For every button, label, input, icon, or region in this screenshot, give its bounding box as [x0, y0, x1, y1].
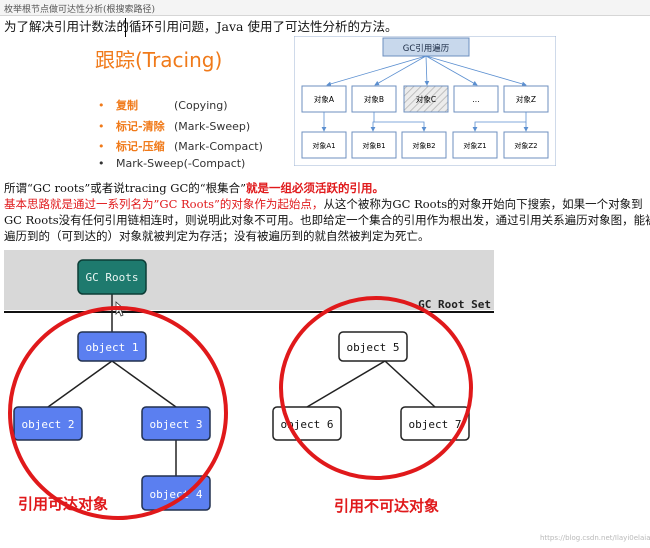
gc-roots-label: GC Roots	[86, 271, 139, 284]
bullet-copying: • 复制 (Copying)	[98, 97, 228, 113]
tree-node-label: 对象Z1	[463, 141, 486, 150]
intro-text: 为了解决引用计数法的循环引用问题，Java 使用了可达性分析的方法。	[4, 19, 398, 34]
tree-node-label: 对象B1	[362, 141, 385, 150]
bullet-dot: •	[98, 140, 105, 153]
bullet-en: (Copying)	[174, 99, 228, 112]
unreachable-caption: 引用不可达对象	[334, 497, 439, 515]
paragraph-line-2-rest: 从这个被称为GC Roots的对象开始向下搜索，如果一个对象到	[323, 197, 643, 211]
object-5-label: object 5	[347, 341, 400, 354]
object-7-label: object 7	[409, 418, 462, 431]
bullet-mark-sweep-compact: • Mark-Sweep(-Compact)	[98, 157, 245, 170]
tracing-title: 跟踪(Tracing)	[95, 48, 223, 72]
tree-node-z2	[503, 131, 549, 159]
reachable-circle	[8, 306, 228, 520]
tree-node-label: 对象Z2	[514, 141, 537, 150]
paragraph-line-4: 遍历到的（可到达的）对象就被判定为存活；没有被遍历到的就自然被判定为死亡。	[4, 229, 430, 243]
object-1-node	[77, 331, 147, 362]
tree-node-a	[301, 85, 347, 113]
bullet-en: Mark-Sweep(-Compact)	[116, 157, 246, 170]
bullet-mark-sweep: • 标记-清除 (Mark-Sweep)	[98, 118, 250, 134]
object-6-node	[272, 406, 342, 441]
tree-node-label: 对象A	[314, 94, 335, 104]
bullet-name: 标记-压缩	[116, 140, 165, 153]
bullet-name: 标记-清除	[116, 120, 165, 133]
tree-node-z1	[452, 131, 498, 159]
object-5-node	[338, 331, 408, 362]
tree-node-label: 对象C	[416, 94, 436, 104]
object-7-node	[400, 406, 470, 441]
tree-node-b1	[351, 131, 397, 159]
object-3-label: object 3	[150, 418, 203, 431]
tree-node-label: 对象B	[364, 94, 384, 104]
reachable-caption: 引用可达对象	[18, 495, 108, 513]
bullet-dot: •	[98, 120, 105, 133]
gc-roots-diagram: GC Root Set GC Roots object 1 object 2 o…	[4, 250, 494, 520]
bullet-dot: •	[98, 99, 105, 112]
tree-node-label: 对象A1	[312, 141, 335, 150]
object-3-node	[141, 406, 211, 441]
bullet-name: 复制	[116, 99, 138, 112]
root-set-label: GC Root Set	[418, 298, 491, 311]
traversal-tree-diagram: GC引用遍历 对象A 对象B 对象C ... 对象Z 对象A1 对象B1 对象B…	[294, 36, 556, 166]
tree-node-label: 对象Z	[516, 94, 536, 104]
tree-node-dots	[453, 85, 499, 113]
tree-node-a1	[301, 131, 347, 159]
paragraph-line-1-prefix: 所谓“GC roots”或者说tracing GC的“根集合”	[4, 181, 247, 195]
object-4-label: object 4	[150, 488, 203, 501]
unreachable-circle	[279, 296, 473, 480]
paragraph-line-2: 基本思路就是通过一系列名为”GC Roots”的对象作为起始点，从这个被称为GC…	[4, 196, 643, 212]
object-6-label: object 6	[281, 418, 334, 431]
bullet-en: (Mark-Sweep)	[174, 120, 251, 133]
paragraph-line-1-highlight: 就是一组必须活跃的引用。	[246, 181, 385, 195]
object-1-label: object 1	[86, 341, 139, 354]
paragraph-line-1: 所谓“GC roots”或者说tracing GC的“根集合”就是一组必须活跃的…	[4, 180, 384, 196]
tree-node-z	[503, 85, 549, 113]
bullet-dot: •	[98, 157, 105, 170]
watermark: https://blog.csdn.net/Ilayi0elaia	[540, 534, 650, 542]
bullet-en: (Mark-Compact)	[174, 140, 263, 153]
window-title: 枚举根节点做可达性分析(根搜索路径)	[4, 5, 156, 15]
paragraph-line-2-highlight: 基本思路就是通过一系列名为”GC Roots”的对象作为起始点，	[4, 197, 324, 211]
tree-edges-level2	[321, 112, 529, 132]
bullet-mark-compact: • 标记-压缩 (Mark-Compact)	[98, 138, 263, 154]
tree-node-c	[403, 85, 449, 113]
object-2-label: object 2	[22, 418, 75, 431]
paragraph-line-3: GC Roots没有任何引用链相连时，则说明此对象不可用。也即给定一个集合的引用…	[4, 213, 650, 227]
tree-node-label: 对象B2	[412, 141, 435, 150]
tree-node-label: ...	[472, 95, 479, 104]
text-cursor	[125, 18, 126, 37]
tree-node-b	[351, 85, 397, 113]
tree-edges-level1	[326, 55, 527, 87]
tree-node-b2	[401, 131, 447, 159]
gc-roots-node	[77, 259, 147, 295]
gc-edges	[47, 294, 436, 476]
tree-root-label: GC引用遍历	[403, 43, 450, 54]
window-title-bar: 枚举根节点做可达性分析(根搜索路径)	[0, 0, 650, 16]
object-2-node	[13, 406, 83, 441]
object-4-node	[141, 475, 211, 511]
